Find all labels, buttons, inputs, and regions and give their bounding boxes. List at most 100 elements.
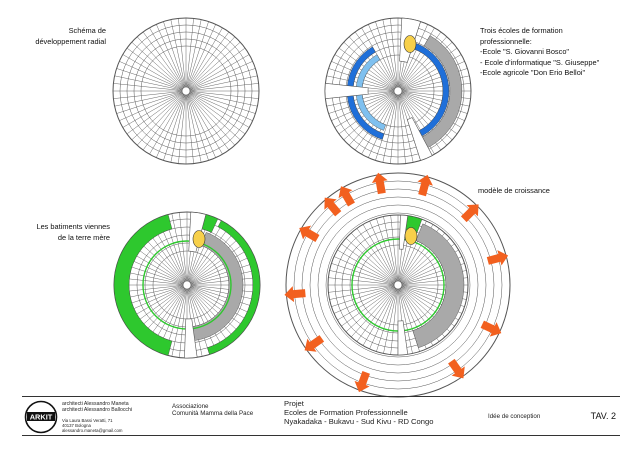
growth-arrow	[338, 186, 355, 207]
radial-wheel	[112, 17, 260, 165]
radial-spoke	[156, 94, 185, 158]
radial-spoke	[337, 286, 395, 321]
radial-spoke	[189, 47, 246, 89]
radial-spoke	[369, 288, 397, 350]
ring	[293, 180, 503, 390]
outer-ring	[285, 172, 511, 398]
growth-arrow	[354, 371, 370, 393]
radial-spoke	[356, 228, 396, 282]
radial-spoke	[390, 18, 398, 88]
radial-spoke	[189, 68, 256, 90]
address-line: 40137 Bologna	[62, 423, 91, 429]
growth-arrow	[448, 358, 465, 379]
growth-arrow	[284, 286, 306, 303]
entrance-oval	[192, 230, 206, 248]
radial-spoke	[190, 262, 257, 284]
sheet-number: TAV. 2	[590, 411, 616, 421]
radial-spoke	[163, 21, 185, 88]
radial-spoke	[368, 24, 397, 88]
green-building-band	[113, 214, 173, 356]
center-hub	[393, 86, 403, 96]
school-band-lightblue	[355, 54, 386, 131]
ring	[309, 196, 487, 374]
radial-spoke	[114, 75, 183, 91]
ring	[301, 188, 495, 382]
radial-wheel	[327, 214, 469, 356]
association-block: Associazione Comunità Mamma della Pace	[172, 403, 253, 417]
growth-arrow	[486, 250, 509, 266]
growth-arrow-shape	[354, 371, 370, 393]
radial-spoke	[328, 285, 395, 293]
project-block: Projet Ecoles de Formation Professionnel…	[284, 399, 433, 427]
radial-spoke	[186, 94, 194, 164]
logo-text: ARKIT	[30, 412, 53, 421]
radial-spoke	[375, 94, 397, 161]
radial-spoke	[149, 27, 185, 88]
radial-spoke	[170, 19, 186, 88]
radial-spoke	[362, 224, 397, 282]
radial-spoke	[382, 19, 398, 88]
school-band-blue	[346, 46, 385, 140]
radial-spoke	[187, 94, 223, 155]
radial-spoke	[119, 61, 183, 90]
radial-spoke	[398, 288, 413, 354]
radial-spoke	[189, 288, 231, 345]
growth-arrow-shape	[460, 204, 479, 223]
radial-spoke	[189, 91, 258, 107]
radial-spoke	[345, 287, 396, 333]
radial-spoke	[190, 287, 247, 329]
radial-spoke	[142, 31, 184, 88]
radial-spoke	[390, 215, 398, 282]
radial-spoke	[170, 94, 186, 163]
growth-arrow-shape	[338, 186, 355, 207]
radial-spoke	[116, 68, 183, 90]
note-line: de la terre mère	[57, 232, 110, 242]
radial-spoke	[122, 92, 183, 128]
access-gap	[184, 318, 198, 359]
note-line: développement radial	[35, 36, 106, 46]
radial-spoke	[190, 248, 251, 284]
radial-spoke	[376, 288, 397, 352]
radial-spoke	[345, 237, 396, 283]
growth-arrow-shape	[304, 335, 325, 352]
radial-spoke	[190, 277, 260, 285]
growth-arrow	[304, 335, 325, 352]
radial-spoke	[337, 249, 395, 284]
access-gap	[398, 214, 409, 250]
radial-spoke	[188, 288, 217, 352]
radial-spoke	[189, 92, 250, 128]
growth-arrow	[460, 204, 479, 223]
radial-spoke	[350, 287, 396, 338]
center-hub	[181, 86, 191, 96]
radial-spoke	[171, 213, 187, 282]
project-label: Projet	[284, 399, 304, 408]
radial-spoke	[333, 256, 395, 284]
address-line: Via Laura Bassi Veratti, 71	[62, 418, 113, 424]
radial-spoke	[190, 285, 259, 301]
radial-spoke	[116, 92, 183, 114]
growth-arrow-shape	[486, 250, 509, 266]
growth-arrow	[371, 172, 388, 195]
title-block: ARKIT architecti Alessandro Maneta archi…	[22, 396, 620, 436]
radial-spoke	[189, 75, 258, 91]
radial-spoke	[188, 31, 230, 88]
project-title: Ecoles de Formation Professionnelle	[284, 408, 408, 418]
radial-spoke	[328, 277, 395, 285]
radial-spoke	[187, 21, 209, 88]
radial-spoke	[187, 288, 203, 357]
radial-spoke	[362, 288, 397, 346]
note-line: Schéma de	[68, 26, 106, 35]
radial-spoke	[329, 270, 395, 285]
growth-arrow	[417, 174, 433, 197]
radial-spoke	[188, 288, 224, 349]
growth-arrow-shape	[417, 174, 433, 197]
radial-spoke	[369, 220, 397, 282]
radial-spoke	[190, 285, 260, 293]
radial-spoke	[179, 212, 187, 282]
radial-spoke	[189, 92, 253, 121]
radial-wheel	[113, 211, 261, 359]
radial-spoke	[188, 288, 210, 355]
radial-spoke	[163, 94, 185, 161]
association-label: Associazione	[172, 403, 209, 410]
